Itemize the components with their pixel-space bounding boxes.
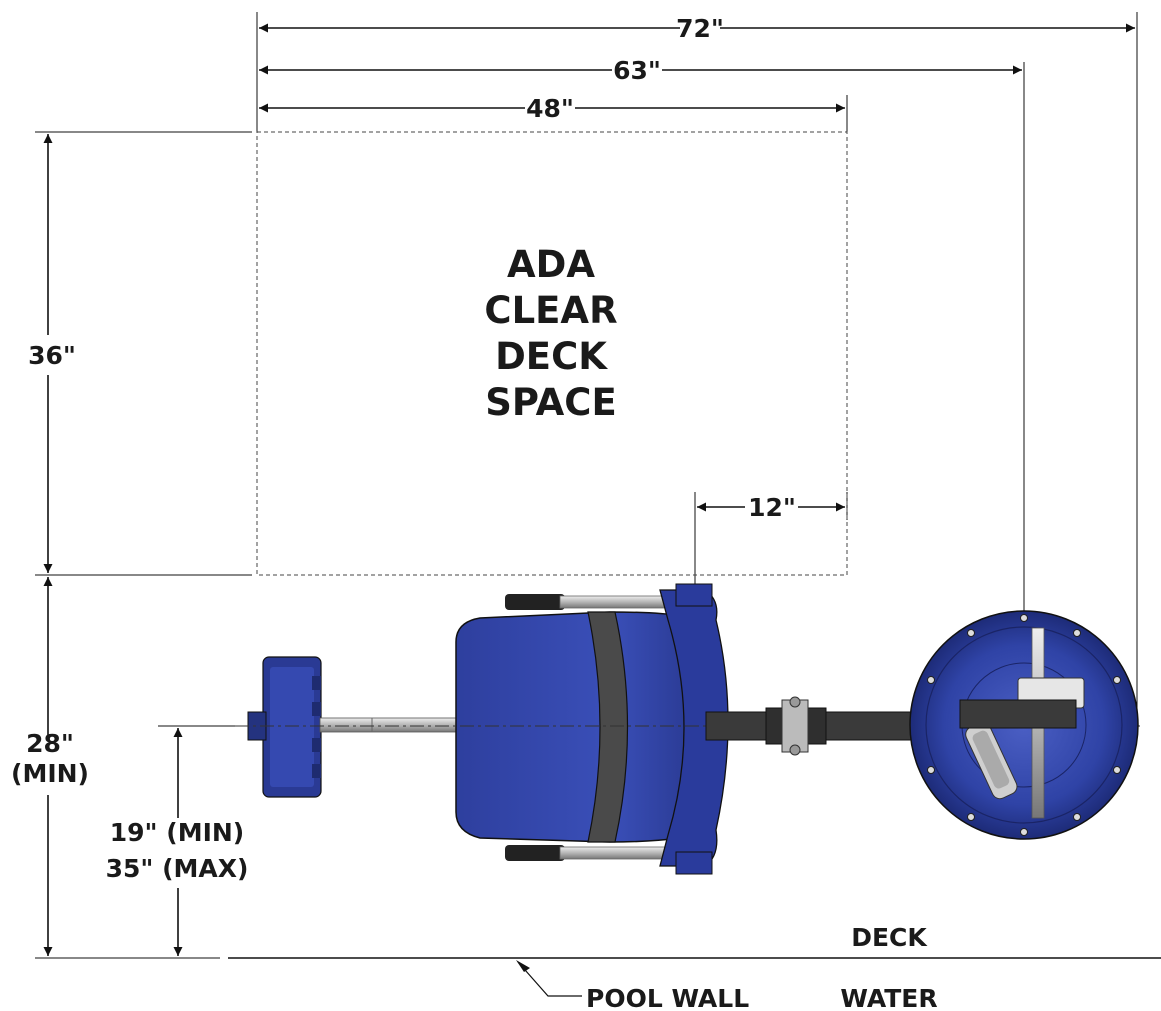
seat-back bbox=[659, 589, 729, 867]
footrest bbox=[247, 656, 322, 798]
dimension-12: 12" bbox=[697, 493, 845, 522]
dimension-12-label: 12" bbox=[748, 493, 796, 522]
dimension-36: 36" bbox=[28, 134, 76, 573]
ada-clear-space-box bbox=[256, 131, 848, 576]
clear-space-line1: ADA bbox=[507, 243, 595, 286]
seat-min-label: 19" (MIN) bbox=[110, 818, 244, 847]
clear-space-line2: CLEAR bbox=[484, 289, 617, 332]
deck-label: DECK bbox=[851, 923, 928, 952]
pool-lift bbox=[235, 583, 1140, 875]
dimension-28: 28" (MIN) bbox=[11, 577, 89, 956]
seat-max-label: 35" (MAX) bbox=[106, 854, 249, 883]
dimension-28-label: 28" bbox=[26, 729, 74, 758]
lift-base bbox=[909, 610, 1139, 840]
water-label: WATER bbox=[840, 984, 937, 1011]
clear-space-line3: DECK bbox=[495, 335, 608, 378]
seat-belt bbox=[587, 611, 629, 843]
dimension-72-label: 72" bbox=[676, 14, 724, 43]
dimension-63: 63" bbox=[259, 56, 1022, 85]
pool-wall-label: POOL WALL bbox=[586, 984, 749, 1011]
footrest-rod bbox=[319, 717, 461, 733]
armrest-top bbox=[505, 594, 671, 610]
dimension-72: 72" bbox=[259, 14, 1135, 43]
dimension-63-label: 63" bbox=[613, 56, 661, 85]
pool-wall-callout: POOL WALL bbox=[516, 960, 749, 1011]
extension-lines bbox=[35, 12, 1138, 959]
armrest-bottom bbox=[505, 845, 671, 861]
dimension-48-label: 48" bbox=[526, 94, 574, 123]
dimension-28-note: (MIN) bbox=[11, 759, 89, 788]
clear-space-line4: SPACE bbox=[485, 381, 616, 424]
dimension-19-35: 19" (MIN) 35" (MAX) bbox=[106, 728, 249, 956]
ada-clear-space-label: ADA CLEAR DECK SPACE bbox=[484, 243, 617, 424]
dimension-48: 48" bbox=[259, 94, 845, 123]
dimension-36-label: 36" bbox=[28, 341, 76, 370]
